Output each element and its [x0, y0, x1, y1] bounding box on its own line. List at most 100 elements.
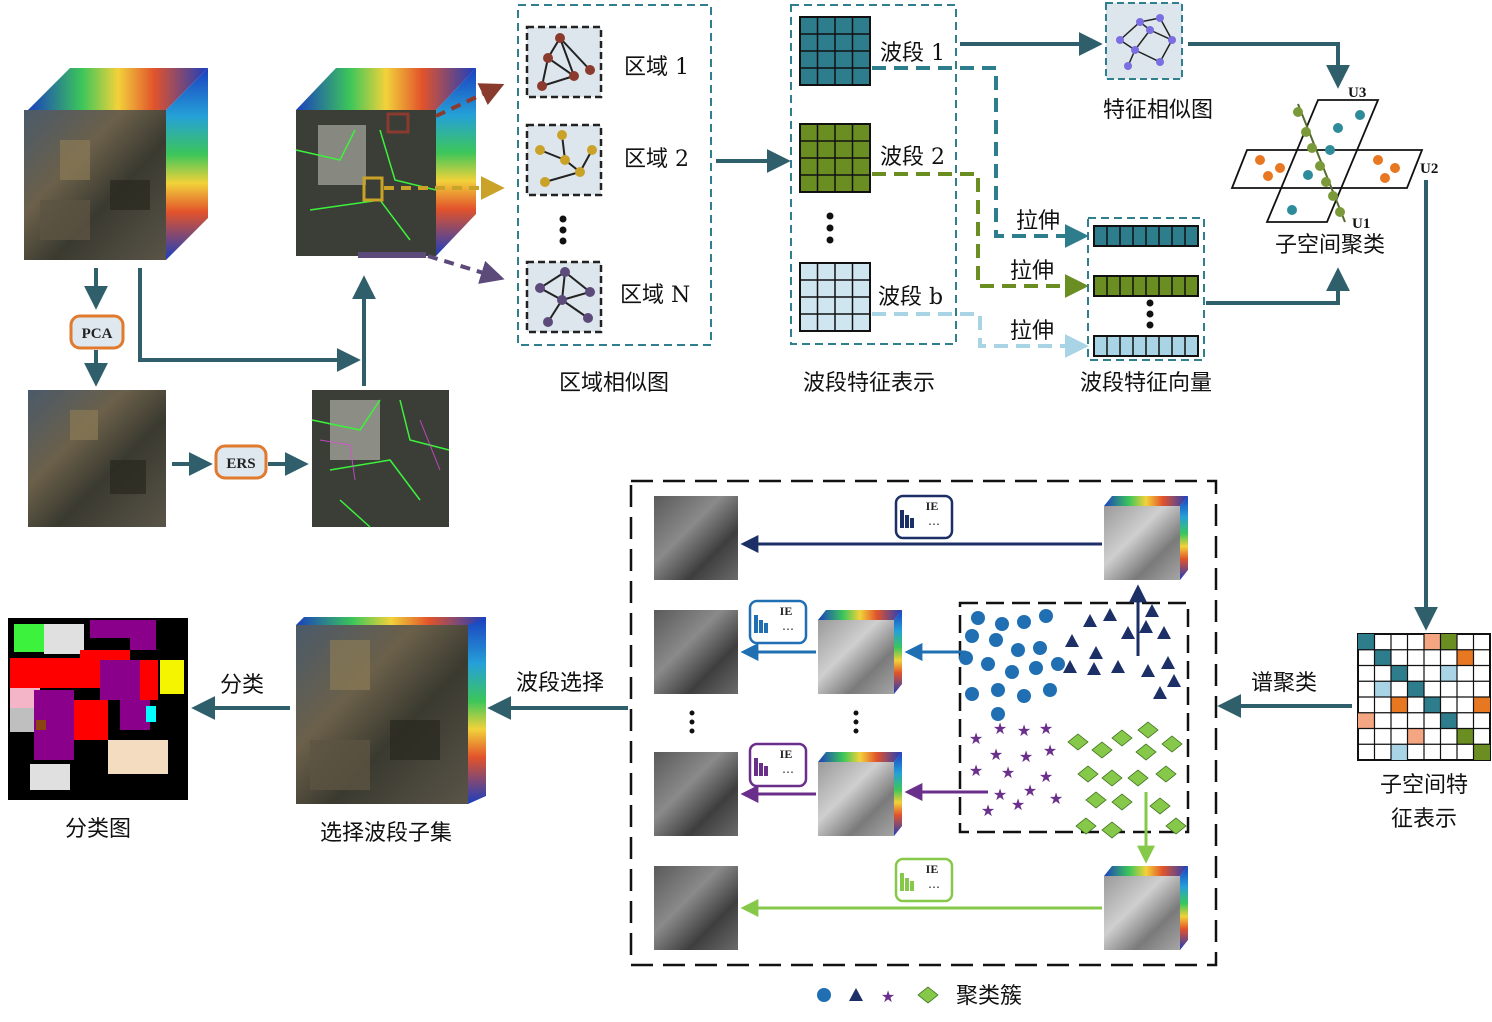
region-2-graph [525, 123, 603, 197]
pca-step: PCA [69, 314, 125, 350]
band-1-grid [799, 16, 871, 86]
stretch-label-1: 拉伸 [1016, 209, 1060, 234]
region-2-label: 区域 2 [624, 147, 689, 172]
svg-text:★: ★ [993, 785, 1007, 804]
svg-text:★: ★ [969, 729, 983, 748]
svg-text:★: ★ [1043, 741, 1057, 760]
region-1-graph [525, 25, 603, 99]
selected-band-cube [296, 617, 486, 804]
superpixel-cube [295, 68, 476, 258]
svg-text:★: ★ [1019, 747, 1033, 766]
band-b-vector [1093, 335, 1199, 357]
bar-chart-icon [754, 758, 758, 776]
candidate-cube-row-3 [818, 752, 902, 836]
bar-chart-icon [900, 873, 904, 891]
spectral-clustering-label: 谱聚类 [1251, 671, 1317, 696]
u2-label: U2 [1420, 161, 1438, 177]
cluster-triangles [1063, 604, 1181, 699]
ellipsis-icon: ⋯ [928, 880, 940, 894]
hyperspectral-cube [24, 68, 208, 260]
subspace-feature-matrix [1357, 633, 1491, 761]
subspace-feature-caption-2: 征表示 [1391, 807, 1457, 832]
ellipsis-icon [826, 212, 834, 244]
ellipsis-icon: ⋯ [782, 622, 794, 636]
ie-badge-row-1: IE ⋯ [894, 494, 954, 540]
gray-band-row-4 [654, 866, 738, 950]
svg-text:★: ★ [969, 761, 983, 780]
cluster-diamonds [1067, 721, 1187, 839]
ellipsis-icon [1146, 299, 1154, 329]
subspace-clustering-caption: 子空间聚类 [1275, 233, 1385, 258]
svg-text:★: ★ [1049, 789, 1063, 808]
svg-text:★: ★ [1001, 763, 1015, 782]
classification-map [8, 618, 188, 800]
ellipsis-icon [689, 710, 859, 734]
ie-label: IE [780, 747, 793, 761]
arrow-icon [872, 172, 1089, 298]
bar-chart-icon [900, 510, 904, 528]
band-vector-panel [1087, 217, 1205, 361]
classification-map-caption: 分类图 [65, 817, 131, 842]
superpixel-image [311, 390, 450, 528]
band-b-grid [799, 262, 871, 332]
cluster-circles [959, 609, 1065, 721]
stretch-label-3: 拉伸 [1010, 319, 1054, 344]
pca-label: PCA [82, 326, 113, 342]
candidate-cube-row-1 [1104, 496, 1188, 580]
band-2-vector [1093, 275, 1199, 297]
band-2-grid [799, 123, 871, 193]
feature-similarity-caption: 特征相似图 [1103, 98, 1213, 123]
gray-band-row-2 [654, 610, 738, 694]
band-1-label: 波段 1 [880, 41, 945, 66]
band-feature-caption: 波段特征表示 [803, 371, 935, 396]
region-graph-panel [517, 4, 712, 346]
subspace-feature-caption-1: 子空间特 [1380, 773, 1468, 798]
feature-similarity-graph [1105, 2, 1183, 80]
arrow-icon [427, 254, 505, 284]
classify-label: 分类 [220, 673, 264, 698]
band-2-label: 波段 2 [880, 145, 945, 170]
gray-band-row-1 [654, 496, 738, 580]
region-n-label: 区域 N [620, 283, 690, 308]
svg-text:★: ★ [993, 719, 1007, 738]
ie-label: IE [926, 862, 939, 876]
svg-text:★: ★ [981, 801, 995, 820]
ie-badge-row-4: IE ⋯ [894, 857, 954, 903]
ellipsis-icon: ⋯ [782, 765, 794, 779]
arrow-icon [872, 312, 1089, 358]
ie-label: IE [926, 499, 939, 513]
band-vector-caption: 波段特征向量 [1080, 371, 1212, 396]
arrow-icon [138, 268, 361, 372]
ellipsis-icon: ⋯ [928, 517, 940, 531]
selected-subset-caption: 选择波段子集 [320, 821, 452, 846]
cluster-stars: ★★★★ ★★★ ★★★ ★★★ ★★ [969, 719, 1063, 820]
candidate-cube-row-4 [1104, 866, 1188, 950]
arrow-icon [1188, 42, 1350, 89]
arrow-icon [435, 83, 505, 118]
band-selection-label: 波段选择 [516, 671, 604, 696]
u3-label: U3 [1348, 85, 1366, 101]
ie-label: IE [780, 604, 793, 618]
bar-chart-icon [754, 615, 758, 633]
band-feature-panel [790, 4, 957, 345]
stretch-label-2: 拉伸 [1010, 259, 1054, 284]
cluster-legend: ★ 聚类簇 [817, 984, 1022, 1009]
svg-text:★: ★ [989, 745, 1003, 764]
cluster-scatter-panel [958, 601, 1190, 834]
svg-text:★: ★ [1039, 767, 1053, 786]
ers-step: ERS [214, 444, 268, 480]
arrow-icon [1206, 267, 1350, 305]
u1-label: U1 [1352, 216, 1370, 232]
region-1-label: 区域 1 [624, 55, 689, 80]
svg-text:★: ★ [1039, 719, 1053, 738]
pca-image [28, 390, 166, 527]
ers-label: ERS [226, 456, 255, 472]
ie-badge-row-3: IE ⋯ [748, 742, 808, 788]
region-n-graph [525, 260, 603, 334]
candidate-cube-row-2 [818, 610, 902, 694]
ie-badge-row-2: IE ⋯ [748, 599, 808, 645]
subspace-planes [1230, 99, 1424, 223]
band-1-vector [1093, 225, 1199, 247]
svg-text:★: ★ [881, 987, 895, 1006]
band-selection-panel [629, 479, 1218, 967]
